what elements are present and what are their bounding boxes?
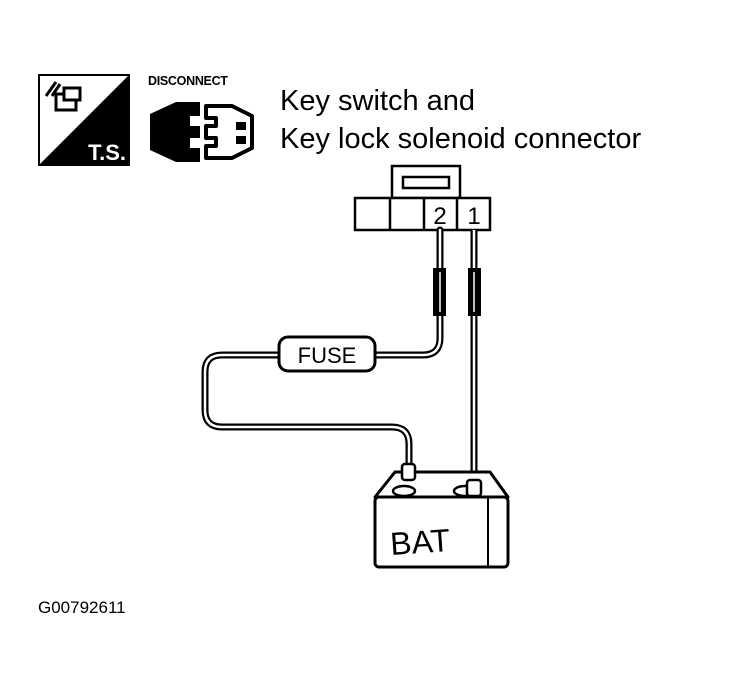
battery-terminal-right [465, 478, 483, 498]
title-line-1: Key switch and [280, 85, 476, 117]
ts-badge-text: T.S. [88, 140, 126, 165]
fuse: FUSE [277, 335, 377, 373]
disconnect-label: DISCONNECT [148, 74, 228, 88]
connector: 2 1 [353, 164, 492, 232]
battery-label: BAT [389, 522, 451, 562]
fuse-label: FUSE [298, 343, 357, 368]
title-line-2: Key lock solenoid connector [280, 123, 642, 155]
battery: BAT [373, 462, 510, 569]
battery-terminal-left [400, 462, 417, 482]
connector-pin-2: 2 [433, 203, 446, 230]
tester-connector-icon [44, 81, 82, 112]
ts-badge: T.S. [38, 74, 130, 166]
disconnected-connector-icon [150, 102, 254, 162]
figure-id: G00792611 [38, 598, 126, 617]
wire-pin-2 [201, 226, 444, 472]
connector-pin-1: 1 [467, 203, 480, 230]
